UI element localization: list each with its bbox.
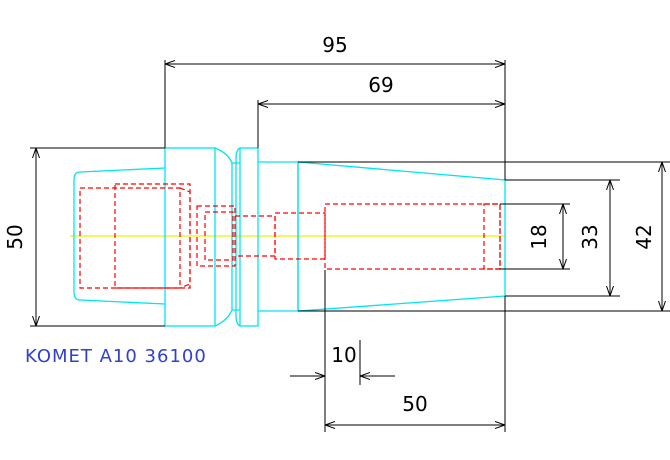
dim-text-flange-diameter: 50 bbox=[3, 224, 27, 249]
tool-body-outline bbox=[73, 147, 506, 327]
dimension-lines bbox=[36, 64, 662, 432]
dim-text-inner-diameter: 33 bbox=[578, 224, 602, 249]
dim-text-step-length: 10 bbox=[331, 343, 356, 367]
extension-lines bbox=[30, 60, 670, 432]
dim-text-outer-diameter: 42 bbox=[632, 224, 656, 249]
part-label: KOMET A10 36100 bbox=[25, 346, 207, 367]
dim-text-overall-length: 95 bbox=[322, 33, 347, 57]
hidden-internal-features bbox=[79, 183, 501, 289]
dim-text-shank-length: 69 bbox=[368, 73, 393, 97]
dim-text-bore-depth: 50 bbox=[402, 392, 427, 416]
dim-text-bore-diameter: 18 bbox=[527, 224, 551, 249]
